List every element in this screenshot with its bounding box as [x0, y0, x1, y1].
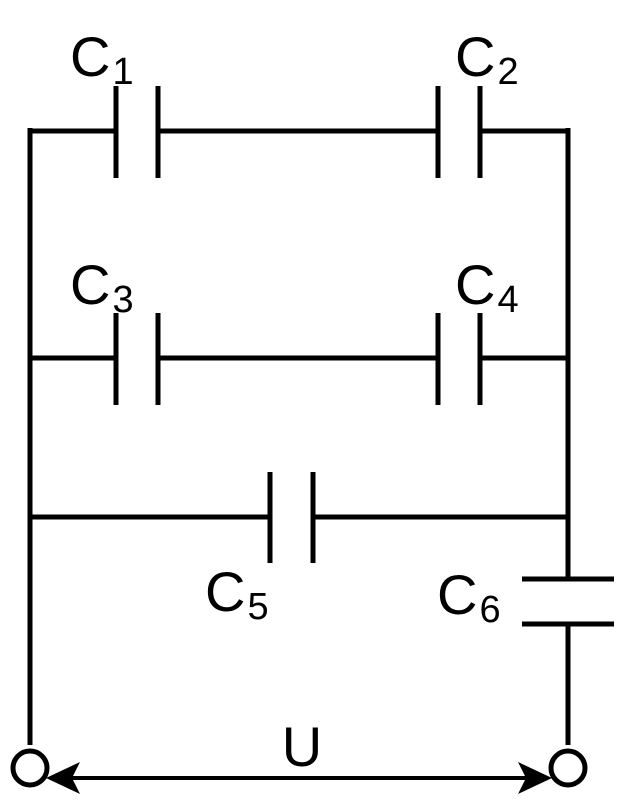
label-c5: C5	[205, 560, 269, 628]
label-c2: C2	[455, 25, 519, 93]
label-c4: C4	[455, 253, 519, 321]
label-c1: C1	[70, 25, 134, 93]
arrowhead-left-icon	[46, 762, 80, 794]
voltage-arrow	[46, 762, 552, 794]
capacitor-c5	[267, 472, 316, 563]
capacitor-c3	[113, 313, 161, 405]
label-voltage-u: U	[282, 715, 322, 778]
capacitor-c1	[113, 86, 161, 178]
label-c6: C6	[437, 563, 501, 631]
terminal-right	[548, 748, 588, 788]
arrowhead-right-icon	[518, 762, 552, 794]
label-c3: C3	[70, 253, 134, 321]
capacitor-c6	[522, 576, 614, 627]
terminal-left	[10, 748, 50, 788]
capacitor-c2	[435, 86, 483, 178]
capacitor-c4	[435, 313, 483, 405]
